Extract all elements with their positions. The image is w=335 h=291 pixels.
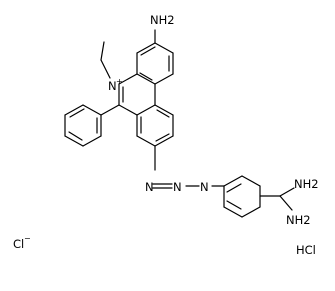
- bond-group-quinoid-ring: [223, 175, 281, 218]
- label-amidine-nh2-upper: NH2: [294, 177, 319, 191]
- bond-group-amine-ring: [136, 29, 174, 85]
- label-chloride: Cl: [13, 237, 24, 251]
- bond-group-azo-chain: [152, 183, 225, 189]
- label-amidine-nh2-lower: NH2: [286, 213, 311, 227]
- label-hcl: HCl: [296, 243, 316, 257]
- label-azo-n2: N: [173, 180, 182, 194]
- label-azo-n1: N: [145, 180, 154, 194]
- bond-group-ethyl: [100, 41, 111, 79]
- bond-group-phenyl: [64, 104, 120, 147]
- label-azo-n3: N: [200, 180, 209, 194]
- label-chloride-charge: −: [24, 234, 31, 243]
- label-n-ethyl: N: [108, 79, 117, 93]
- bond-group-amidine: [279, 187, 295, 211]
- bond-group-central-ring: [118, 73, 156, 116]
- label-n-charge: +: [116, 77, 123, 86]
- label-amine-top: NH2: [150, 13, 175, 27]
- bond-group-azo-ring: [136, 104, 174, 171]
